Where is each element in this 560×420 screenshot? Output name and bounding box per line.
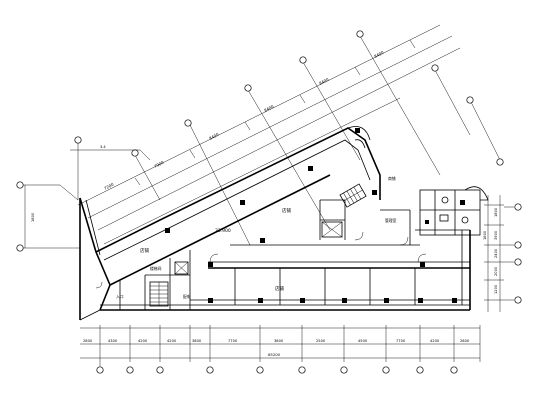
building-outline [79, 127, 471, 321]
left-dim: 1800 [31, 212, 35, 222]
right-grid-bubbles [504, 203, 522, 304]
right-dim-4: 2000 [494, 266, 498, 276]
bottom-dim-8: 2500 [316, 339, 326, 343]
room-right: 管理室 [385, 218, 397, 223]
top-tag: 3.4 [100, 145, 106, 149]
top-left-leader: 3.4 [70, 145, 151, 161]
door-swings [95, 231, 427, 289]
room-shop-mid: 店铺 [282, 207, 291, 214]
room-level: 33.900 [215, 228, 231, 234]
bottom-dim-12: 2800 [460, 339, 470, 343]
right-dimension-chain: 1800 3900 2400 2000 1200 1800 [483, 195, 504, 312]
room-stair: 楼梯间 [150, 266, 162, 271]
right-dim-2: 3900 [494, 230, 498, 240]
bottom-dim-5: 3800 [192, 339, 202, 343]
room-labels: 店铺 33.900 店铺 店铺 楼梯间 管理室 入口 配电 商铺 [116, 176, 397, 299]
bottom-dim-2: 4300 [108, 339, 118, 343]
corner-curve [347, 126, 371, 149]
structural-columns [165, 128, 457, 303]
right-dim-6: 1800 [483, 230, 487, 240]
diag-dim-6: 7200 [103, 182, 115, 191]
bottom-dim-4: 4200 [167, 339, 177, 343]
diag-dim-2: 8400 [208, 132, 220, 141]
diagonal-grid-bubbles [131, 30, 504, 166]
bottom-grid-bubbles [96, 362, 458, 374]
right-core-block [419, 186, 489, 236]
bottom-dim-6: 7700 [228, 339, 238, 343]
room-shop-bottom: 店铺 [275, 285, 284, 292]
bottom-dim-10: 7700 [396, 339, 406, 343]
bottom-dimension-chains: 2800 4300 4200 4200 3800 7700 3800 2500 … [80, 325, 481, 362]
interior-partitions [119, 199, 416, 310]
right-dim-3: 2400 [494, 248, 498, 258]
room-small: 配电 [183, 294, 191, 299]
diagonal-dimension-lines [77, 24, 461, 245]
diag-dim-4: 8400 [318, 77, 330, 86]
bottom-dim-1: 2800 [83, 339, 93, 343]
diag-dim-1: 7900 [153, 160, 165, 169]
diag-dim-5: 8400 [373, 50, 385, 59]
overall-dim: 65200 [268, 352, 281, 357]
stair-symbols [149, 183, 367, 307]
room-hall-left: 店铺 [140, 247, 149, 254]
right-dim-1: 1800 [494, 207, 498, 217]
diag-dim-3: 8400 [263, 104, 275, 113]
room-tag-right: 商铺 [388, 176, 396, 181]
bottom-dim-3: 4200 [138, 339, 148, 343]
room-entry-left: 入口 [116, 294, 124, 299]
diagonal-dim-labels: 7900 8400 8400 8400 8400 7200 [103, 50, 385, 191]
right-dim-5: 1200 [494, 284, 498, 294]
diagonal-grid-leaders [134, 35, 501, 246]
left-dimension: 1800 [16, 136, 82, 252]
bottom-dim-9: 4500 [358, 339, 368, 343]
bottom-dim-11: 4200 [430, 339, 440, 343]
bottom-dim-7: 3800 [274, 339, 284, 343]
